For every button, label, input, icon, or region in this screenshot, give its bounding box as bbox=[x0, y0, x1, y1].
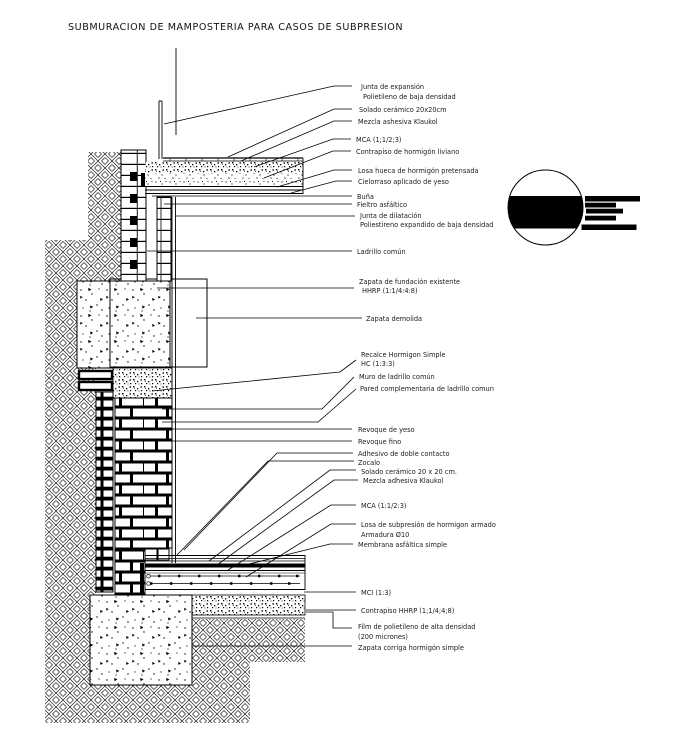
label-junta-expansion: Junta de expansión bbox=[360, 83, 424, 91]
drawing-title: SUBMURACION DE MAMPOSTERIA PARA CASOS DE… bbox=[68, 22, 403, 33]
footing-bottom bbox=[89, 594, 193, 686]
label-losa-subpresion-2: Armadura Ø10 bbox=[361, 531, 409, 539]
label-muro-ladrillo: Muro de ladrillo común bbox=[359, 373, 435, 381]
label-pared-complementaria: Pared complementaria de ladrillo comun bbox=[360, 385, 494, 393]
label-solado-ceramico-sup: Solado cerámico 20x20cm bbox=[359, 106, 447, 114]
label-buna: Buña bbox=[357, 193, 374, 201]
label-mca-inf: MCA (1:1/2:3) bbox=[361, 502, 407, 510]
upper-wall-blocks bbox=[130, 172, 137, 269]
label-zapata-demolida: Zapata demolida bbox=[366, 315, 422, 323]
recalce-band bbox=[112, 367, 173, 399]
label-fieltro-asfaltico: Fieltro asfáltico bbox=[357, 201, 407, 209]
label-zocalo: Zocalo bbox=[358, 459, 380, 467]
label-junta-dilatacion-2: Poliestireno expandido de baja densidad bbox=[360, 221, 494, 229]
dilatation-joint bbox=[171, 197, 176, 563]
joints bbox=[158, 48, 177, 563]
dark-bricks bbox=[77, 369, 114, 392]
soil-hatch bbox=[45, 152, 305, 723]
label-recalce: Recalce Hormigon Simple bbox=[361, 351, 445, 359]
label-contrapiso-liviano: Contrapiso de hormigón liviano bbox=[356, 148, 459, 156]
upper-wall-column bbox=[120, 149, 147, 282]
lower-brick-wall bbox=[114, 397, 173, 549]
label-recalce-2: HC (1:3:3) bbox=[361, 360, 395, 368]
label-losa-subpresion: Losa de subpresión de hormigon armado bbox=[361, 521, 496, 529]
lower-slab bbox=[145, 555, 306, 590]
label-mezcla-adhesiva-inf: Mezcla adhesiva Klaukol bbox=[363, 477, 444, 485]
complementary-wall-column bbox=[156, 196, 172, 282]
label-solado-ceramico-inf: Solado cerámico 20 x 20 cm. bbox=[361, 468, 457, 476]
label-film-polietileno: Film de polietileno de alta densidad bbox=[358, 623, 475, 631]
label-zapata-existente-2: HHRP (1:1/4:4:8) bbox=[362, 287, 418, 295]
label-losa-hueca: Losa hueca de hormigón pretensada bbox=[358, 167, 479, 175]
expansion-joint bbox=[158, 100, 163, 159]
label-revoque-yeso: Revoque de yeso bbox=[358, 426, 415, 434]
lower-stack-column bbox=[95, 391, 114, 593]
logo-circle bbox=[507, 169, 584, 246]
logo-bars bbox=[581, 196, 640, 230]
label-zapata-existente: Zapata de fundación existente bbox=[359, 278, 460, 286]
label-cielorraso: Cielorraso aplicado de yeso bbox=[358, 178, 449, 186]
annotation-labels: Junta de expansión Polietileno de baja d… bbox=[356, 83, 496, 652]
membrane-band bbox=[145, 563, 305, 568]
logo-band bbox=[508, 196, 583, 229]
zocalo-bricks bbox=[144, 548, 170, 561]
contrapiso-band bbox=[191, 594, 306, 616]
label-mca-sup: MCA (1;1/2;3) bbox=[356, 136, 402, 144]
footing-existing bbox=[76, 280, 171, 369]
label-adhesivo-contacto: Adhesivo de doble contacto bbox=[358, 450, 450, 458]
label-junta-expansion-2: Polietileno de baja densidad bbox=[363, 93, 456, 101]
label-contrapiso-hhrp: Contrapiso HHRP (1;1/4;4;8) bbox=[361, 607, 454, 615]
label-membrana-asfaltica: Membrana asfáltica simple bbox=[358, 541, 447, 549]
label-mci: MCI (1:3) bbox=[361, 589, 391, 597]
label-film-polietileno-2: (200 micrones) bbox=[358, 633, 408, 641]
label-ladrillo-comun: Ladrillo común bbox=[357, 248, 406, 256]
label-zapata-corrida: Zapata corriga hormigón simple bbox=[358, 644, 464, 652]
upper-slab bbox=[121, 149, 304, 194]
label-mezcla-adhesiva-sup: Mezcla ashesiva Klaukol bbox=[358, 118, 438, 126]
wall-end-bar bbox=[140, 563, 144, 595]
logo bbox=[507, 169, 640, 246]
leader-lines bbox=[147, 85, 362, 647]
label-junta-dilatacion: Junta de dilatación bbox=[359, 212, 422, 220]
label-revoque-fino: Revoque fino bbox=[358, 438, 401, 446]
